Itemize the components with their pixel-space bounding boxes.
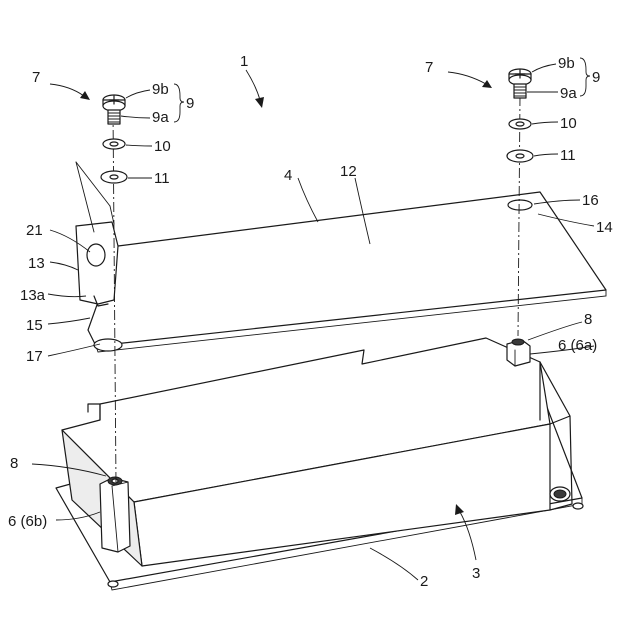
label-14: 14	[596, 219, 613, 236]
screw-right	[509, 69, 531, 98]
label-3: 3	[472, 565, 480, 582]
label-16: 16	[582, 192, 599, 209]
label-11-left: 11	[154, 170, 170, 187]
arrow-7-right	[448, 72, 492, 88]
label-9-left: 9	[186, 95, 194, 112]
label-2: 2	[420, 573, 428, 590]
screw-left	[103, 95, 125, 124]
label-9b-left: 9b	[152, 81, 169, 98]
arrow-1	[246, 70, 264, 108]
label-17: 17	[26, 348, 43, 365]
label-4: 4	[284, 167, 292, 184]
arrow-7-left	[50, 84, 90, 100]
label-6b: 6 (6b)	[8, 513, 47, 530]
label-21: 21	[26, 222, 43, 239]
label-8-right: 8	[584, 311, 592, 328]
tab-13	[76, 222, 118, 306]
label-13: 13	[28, 255, 45, 272]
base-screw-right	[550, 487, 570, 501]
washer-left	[103, 139, 125, 149]
washer-right	[509, 119, 531, 129]
label-8-left: 8	[10, 455, 18, 472]
spacer-6b	[100, 477, 130, 552]
label-6a: 6 (6a)	[558, 337, 597, 354]
label-12: 12	[340, 163, 357, 180]
label-7-right: 7	[425, 59, 433, 76]
label-9a-right: 9a	[560, 85, 577, 102]
label-11-right: 11	[560, 147, 576, 164]
spring-washer-left	[101, 171, 127, 183]
main-body-box	[62, 338, 572, 566]
label-13a: 13a	[20, 287, 46, 304]
label-9b-right: 9b	[558, 55, 575, 72]
label-9a-left: 9a	[152, 109, 169, 126]
label-7-left: 7	[32, 69, 40, 86]
spacer-6a	[507, 339, 530, 366]
label-15: 15	[26, 317, 43, 334]
cover-plate	[88, 192, 606, 352]
label-10-right: 10	[560, 115, 577, 132]
label-1: 1	[240, 53, 248, 70]
spring-washer-right	[507, 150, 533, 162]
label-10-left: 10	[154, 138, 171, 155]
label-9-right: 9	[592, 69, 600, 86]
